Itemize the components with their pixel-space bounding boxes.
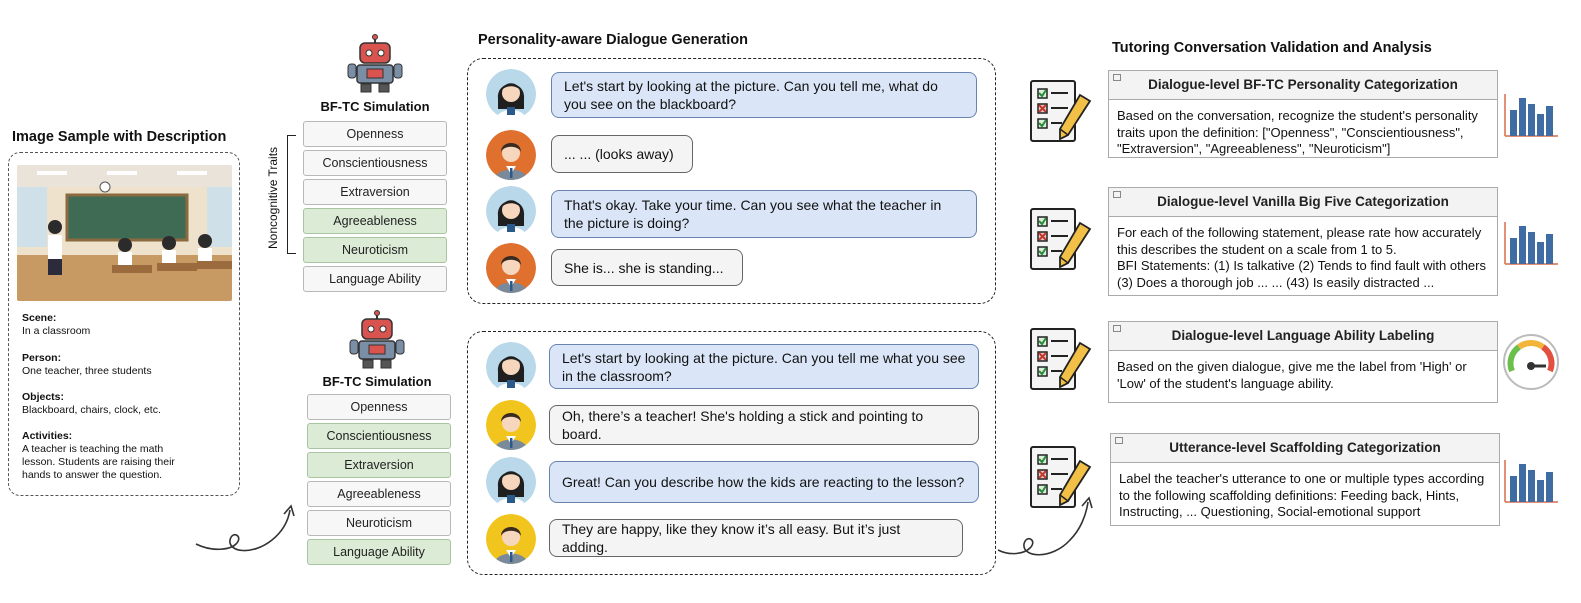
scene-value: In a classroom (22, 325, 91, 337)
desc-objects: Objects: Blackboard, chairs, clock, etc. (22, 391, 232, 417)
sim2-label: BF-TC Simulation (322, 374, 432, 389)
trait-extraversion: Extraversion (307, 452, 451, 478)
analysis-task-card: Utterance-level Scaffolding Categorizati… (1110, 433, 1500, 526)
student-avatar (486, 514, 536, 564)
utterance-text: Let's start by looking at the picture. C… (562, 349, 966, 384)
student-avatar (486, 130, 536, 180)
student-avatar (486, 243, 536, 293)
teacher-avatar (486, 186, 536, 236)
desc-activities: Activities: A teacher is teaching the ma… (22, 430, 192, 482)
trait-language-ability: Language Ability (303, 266, 447, 292)
bar-chart-icon (1502, 92, 1560, 145)
robot-icon (347, 34, 403, 93)
collapse-icon (1113, 191, 1121, 198)
task-heading: Utterance-level Scaffolding Categorizati… (1111, 434, 1499, 463)
student-utterance: Oh, there’s a teacher! She's holding a s… (549, 405, 979, 445)
analysis-title: Tutoring Conversation Validation and Ana… (1112, 40, 1432, 56)
student-utterance: ... ... (looks away) (551, 135, 693, 173)
utterance-text: They are happy, like they know it’s all … (562, 521, 901, 555)
task-heading-text: Dialogue-level Vanilla Big Five Categori… (1157, 194, 1449, 209)
gauge-icon (1502, 333, 1560, 396)
teacher-avatar (486, 69, 536, 119)
collapse-icon (1113, 325, 1121, 332)
task-heading: Dialogue-level Language Ability Labeling (1109, 322, 1497, 351)
trait-neuroticism: Neuroticism (307, 510, 451, 536)
task-heading-text: Dialogue-level BF-TC Personality Categor… (1148, 77, 1458, 92)
utterance-text: Great! Can you describe how the kids are… (562, 474, 965, 490)
desc-scene: Scene: In a classroom (22, 312, 232, 338)
teacher-utterance: Great! Can you describe how the kids are… (549, 461, 979, 503)
utterance-text: Oh, there’s a teacher! She's holding a s… (562, 408, 924, 442)
bar-chart-icon (1502, 220, 1560, 273)
trait-conscientiousness: Conscientiousness (303, 150, 447, 176)
task-prompt: For each of the following statement, ple… (1117, 225, 1486, 290)
activities-value: A teacher is teaching the math lesson. S… (22, 443, 175, 481)
activities-label: Activities: (22, 430, 73, 442)
utterance-text: ... ... (looks away) (564, 146, 674, 162)
sim1-label: BF-TC Simulation (320, 99, 430, 114)
checklist-icon (1028, 443, 1092, 518)
dialogue-box-2 (467, 331, 996, 575)
utterance-text: That's okay. Take your time. Can you see… (564, 197, 942, 231)
desc-person: Person: One teacher, three students (22, 352, 232, 378)
flow-arrow-left (195, 504, 295, 552)
collapse-icon (1113, 74, 1121, 81)
checklist-icon (1028, 325, 1092, 400)
checklist-icon (1028, 205, 1092, 280)
classroom-image (17, 165, 232, 301)
image-sample-title: Image Sample with Description (12, 129, 227, 145)
flow-arrow-right (997, 496, 1093, 556)
objects-label: Objects: (22, 391, 65, 403)
bar-chart-icon (1502, 458, 1560, 511)
trait-language-ability: Language Ability (307, 539, 451, 565)
trait-extraversion: Extraversion (303, 179, 447, 205)
scene-label: Scene: (22, 312, 57, 324)
teacher-utterance: Let's start by looking at the picture. C… (549, 344, 979, 389)
teacher-avatar (486, 342, 536, 392)
student-avatar (486, 400, 536, 450)
trait-openness: Openness (303, 121, 447, 147)
noncognitive-label: Noncognitive Traits (266, 74, 282, 249)
task-heading-text: Dialogue-level Language Ability Labeling (1171, 328, 1435, 343)
objects-value: Blackboard, chairs, clock, etc. (22, 404, 161, 416)
traits-bracket (287, 135, 296, 254)
teacher-utterance: That's okay. Take your time. Can you see… (551, 190, 977, 238)
task-prompt: Based on the conversation, recognize the… (1117, 108, 1478, 156)
image-sample-box (8, 152, 240, 496)
trait-agreeableness: Agreeableness (303, 208, 447, 234)
teacher-utterance: Let's start by looking at the picture. C… (551, 72, 977, 118)
analysis-task-card: Dialogue-level BF-TC Personality Categor… (1108, 70, 1498, 158)
analysis-task-card: Dialogue-level Vanilla Big Five Categori… (1108, 187, 1498, 296)
student-utterance: She is... she is standing... (551, 249, 743, 286)
person-value: One teacher, three students (22, 365, 152, 377)
trait-openness: Openness (307, 394, 451, 420)
collapse-icon (1115, 437, 1123, 444)
robot-icon (349, 310, 405, 369)
trait-conscientiousness: Conscientiousness (307, 423, 451, 449)
task-heading: Dialogue-level Vanilla Big Five Categori… (1109, 188, 1497, 217)
trait-neuroticism: Neuroticism (303, 237, 447, 263)
person-label: Person: (22, 352, 62, 364)
dialogue-title: Personality-aware Dialogue Generation (478, 32, 748, 48)
analysis-task-card: Dialogue-level Language Ability Labeling… (1108, 321, 1498, 403)
checklist-icon (1028, 77, 1092, 152)
task-heading-text: Utterance-level Scaffolding Categorizati… (1169, 440, 1441, 455)
task-heading: Dialogue-level BF-TC Personality Categor… (1109, 71, 1497, 100)
teacher-avatar (486, 457, 536, 507)
student-utterance: They are happy, like they know it’s all … (549, 519, 963, 557)
noncognitive-text: Noncognitive Traits (266, 146, 280, 249)
utterance-text: She is... she is standing... (564, 259, 724, 276)
trait-agreeableness: Agreeableness (307, 481, 451, 507)
dialogue-box-1 (467, 58, 996, 304)
task-prompt: Based on the given dialogue, give me the… (1117, 359, 1467, 391)
utterance-text: Let's start by looking at the picture. C… (564, 78, 938, 112)
task-prompt: Label the teacher's utterance to one or … (1119, 471, 1485, 519)
